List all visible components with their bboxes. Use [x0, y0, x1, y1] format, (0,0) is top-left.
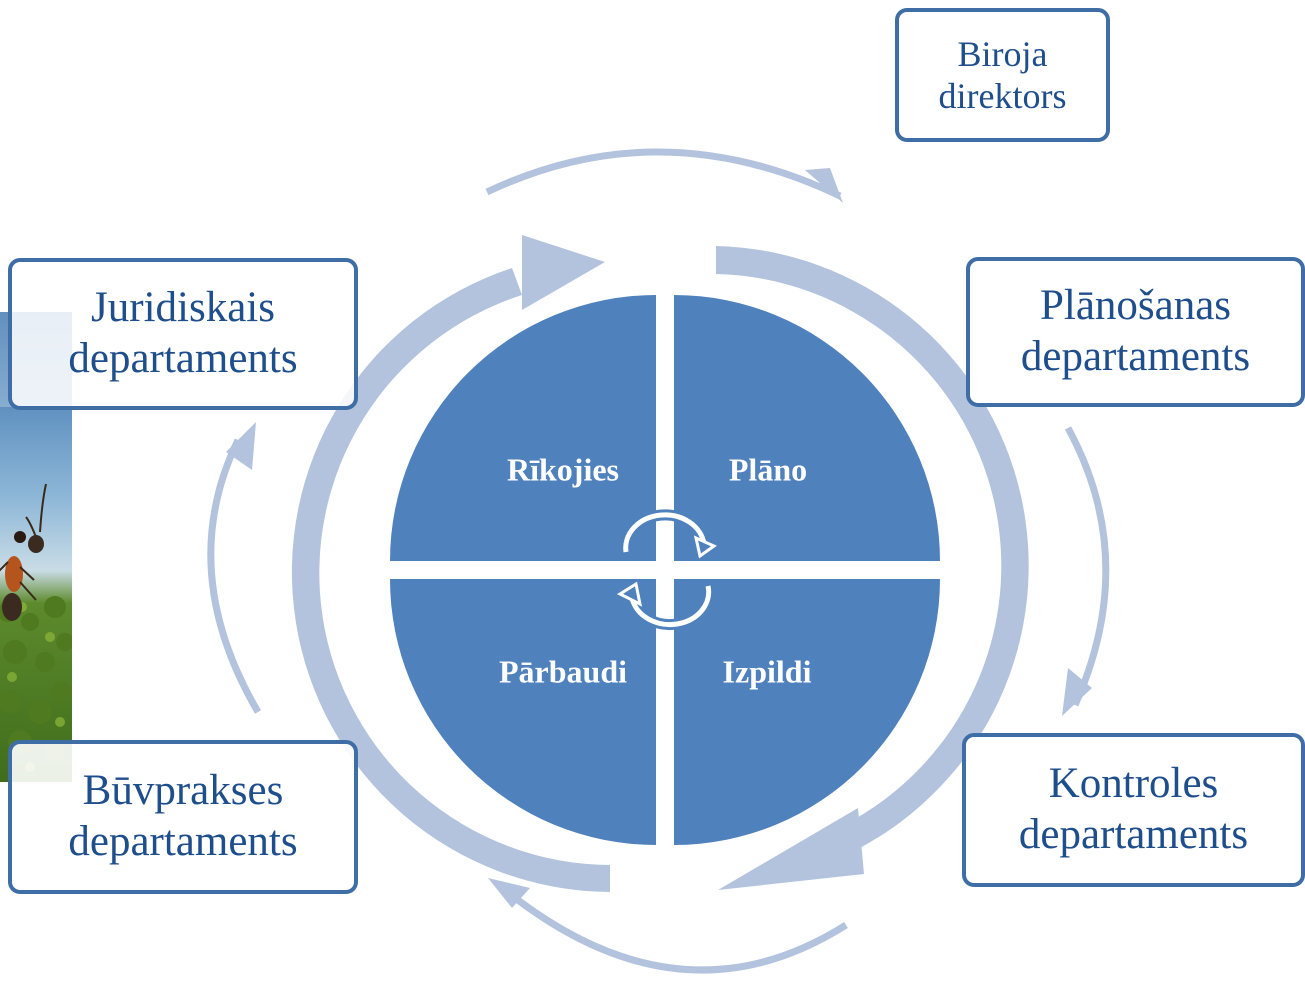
quadrant-label-check: Pārbaudi: [498, 653, 628, 690]
cycle-arrows-icon: [616, 509, 718, 631]
box-planning-line1: Plānošanas: [1039, 282, 1232, 330]
box-planning-department: Plānošanas departaments: [966, 257, 1305, 407]
ring-arrow-right: [716, 246, 1029, 890]
box-legal-line1: Juridiskais: [91, 284, 275, 332]
quadrant-do: [674, 579, 940, 845]
box-building-line2: departaments: [68, 818, 298, 865]
box-building-line1: Būvprakses: [82, 767, 284, 815]
right-curved-arrow-head: [1062, 668, 1092, 716]
box-building-practice-department: Būvprakses departaments: [8, 740, 358, 894]
ring-arrow-left: [291, 235, 610, 892]
box-planning-line2: departaments: [1020, 333, 1251, 380]
box-office-director-line2: direktors: [938, 76, 1067, 116]
top-curved-arrow: [485, 148, 842, 200]
bottom-curved-arrow: [502, 887, 848, 974]
right-curved-arrow: [1064, 426, 1110, 707]
quadrant-check: [390, 579, 656, 845]
left-curved-arrow-head: [226, 422, 256, 470]
box-office-director: Biroja direktors: [895, 8, 1110, 142]
box-control-line2: departaments: [1018, 811, 1249, 858]
quadrant-label-plan: Plāno: [728, 451, 808, 488]
box-office-director-line1: Biroja: [957, 33, 1048, 74]
box-control-department: Kontroles departaments: [962, 733, 1305, 887]
bottom-curved-arrow-head: [488, 878, 530, 908]
box-legal-department: Juridiskais departaments: [8, 258, 358, 410]
quadrant-act: [390, 295, 656, 561]
ant-figure: [0, 483, 47, 621]
quadrant-plan: [674, 295, 940, 561]
box-legal-line2: departaments: [68, 335, 298, 382]
quadrants: [390, 295, 940, 845]
top-curved-arrow-head: [805, 168, 843, 203]
box-control-line1: Kontroles: [1048, 760, 1219, 808]
quadrant-label-act: Rīkojies: [507, 451, 619, 488]
quadrant-label-do: Izpildi: [722, 653, 812, 690]
left-curved-arrow: [207, 438, 262, 714]
